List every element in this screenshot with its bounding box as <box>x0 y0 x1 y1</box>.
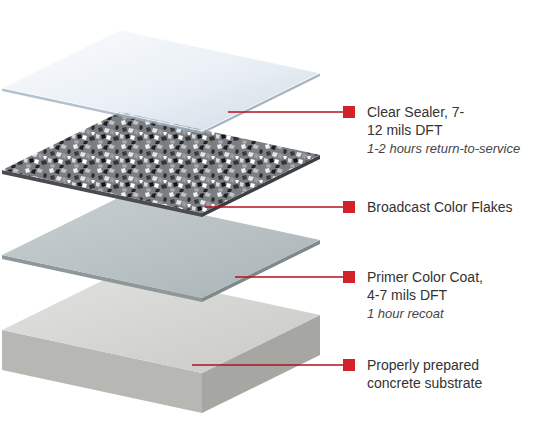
leader-line <box>235 276 343 277</box>
layer-note: 1 hour recoat <box>367 305 545 322</box>
layer-label: Properly prepared concrete substrate <box>367 356 507 392</box>
callout-marker <box>343 359 355 371</box>
callout-marker <box>343 106 355 118</box>
flake-layer <box>2 112 320 213</box>
leader-line <box>205 206 343 207</box>
layer-label: Broadcast Color Flakes <box>367 198 545 216</box>
layer-label: Primer Color Coat, 4-7 mils DFT <box>367 268 497 304</box>
callout-marker <box>343 201 355 213</box>
layer-note: 1-2 hours return-to-service <box>367 140 545 157</box>
callout-marker <box>343 271 355 283</box>
leader-line <box>192 364 343 365</box>
leader-line <box>228 111 343 112</box>
layer-label: Clear Sealer, 7-12 mils DFT <box>367 103 477 139</box>
primer-layer <box>2 197 320 298</box>
sealer-layer <box>2 30 320 131</box>
